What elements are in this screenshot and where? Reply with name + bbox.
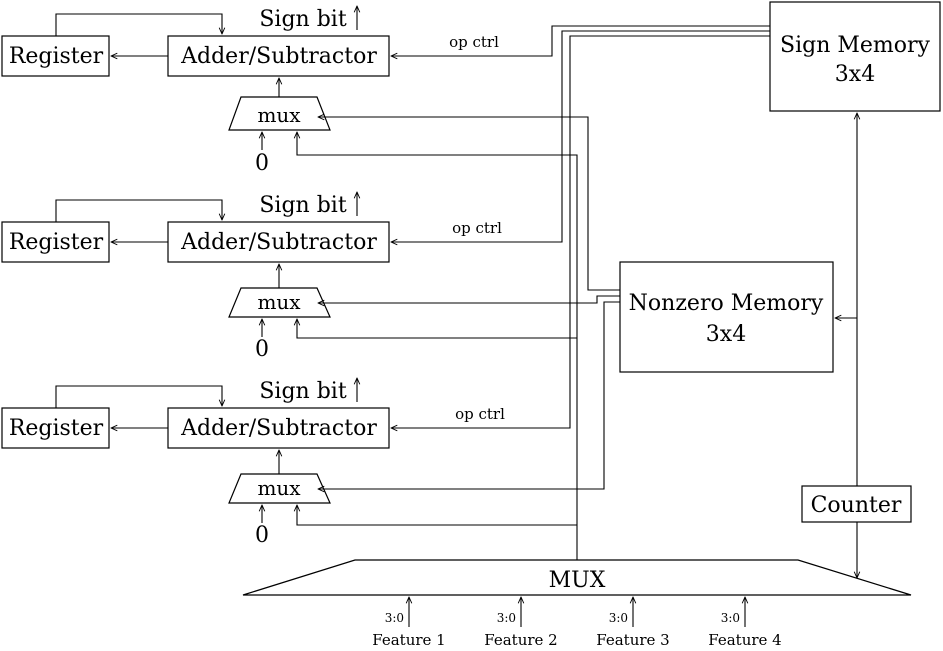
adder-subtractor-label-1: Adder/Subtractor xyxy=(180,44,377,69)
adder-subtractor-box-1 xyxy=(167,35,390,77)
nonzero-select-wire-1 xyxy=(318,117,620,291)
feature-input-4: 3:0 Feature 4 xyxy=(708,597,782,649)
register-label-2: Register xyxy=(9,230,104,255)
mux-label-2: mux xyxy=(257,290,301,314)
sign-bit-label-1: Sign bit xyxy=(259,7,346,32)
feature-label-2: Feature 2 xyxy=(484,631,557,649)
feature-bits-3: 3:0 xyxy=(609,611,628,625)
adder-subtractor-label-2: Adder/Subtractor xyxy=(180,230,377,255)
row-1: Register Adder/Subtractor Sign bit op ct… xyxy=(1,6,770,560)
op-ctrl-wire-3 xyxy=(391,35,770,428)
feedback-wire-2 xyxy=(55,199,222,222)
op-ctrl-label-3: op ctrl xyxy=(455,405,505,423)
zero-label-1: 0 xyxy=(255,151,269,176)
register-box-1 xyxy=(1,35,110,77)
sign-bit-label-3: Sign bit xyxy=(259,379,346,404)
nonzero-select-wire-3 xyxy=(318,301,620,489)
feedback-wire-1 xyxy=(55,13,222,36)
register-box-3 xyxy=(1,407,110,449)
op-ctrl-label-1: op ctrl xyxy=(449,33,499,51)
main-mux: MUX xyxy=(242,559,912,596)
feature-label-3: Feature 3 xyxy=(596,631,669,649)
counter-label: Counter xyxy=(811,493,902,518)
mux-2 xyxy=(228,287,331,318)
feature-bus-wire-3 xyxy=(297,505,577,526)
feature-label-1: Feature 1 xyxy=(372,631,445,649)
feature-bits-1: 3:0 xyxy=(385,611,404,625)
counter-box xyxy=(801,485,912,523)
sign-bit-label-2: Sign bit xyxy=(259,193,346,218)
row-2: Register Adder/Subtractor Sign bit op ct… xyxy=(1,30,770,362)
feature-bits-2: 3:0 xyxy=(497,611,516,625)
nonzero-memory-size: 3x4 xyxy=(706,322,746,347)
op-ctrl-wire-2 xyxy=(391,30,770,242)
nonzero-memory-title: Nonzero Memory xyxy=(629,291,824,316)
feature-input-2: 3:0 Feature 2 xyxy=(484,597,558,649)
adder-subtractor-box-3 xyxy=(167,407,390,449)
sign-memory: Sign Memory 3x4 xyxy=(769,1,941,112)
nonzero-memory-box xyxy=(619,261,834,373)
feature-bus-wire-2 xyxy=(297,319,577,339)
op-ctrl-wire-1 xyxy=(391,25,770,56)
op-ctrl-label-2: op ctrl xyxy=(452,219,502,237)
sign-memory-size: 3x4 xyxy=(835,62,875,87)
main-mux-label: MUX xyxy=(549,568,606,593)
feature-inputs: 3:0 Feature 1 3:0 Feature 2 3:0 Feature … xyxy=(372,597,782,649)
register-label-3: Register xyxy=(9,416,104,441)
mux-3 xyxy=(228,473,331,504)
main-mux-shape xyxy=(242,559,912,596)
mux-1 xyxy=(228,96,331,131)
zero-label-2: 0 xyxy=(255,337,269,362)
nonzero-select-wire-2 xyxy=(318,295,620,303)
mux-label-3: mux xyxy=(257,476,301,500)
nonzero-memory: Nonzero Memory 3x4 xyxy=(619,261,834,373)
feature-input-1: 3:0 Feature 1 xyxy=(372,597,446,649)
row-3: Register Adder/Subtractor Sign bit op ct… xyxy=(1,35,770,548)
register-box-2 xyxy=(1,221,110,263)
feature-label-4: Feature 4 xyxy=(708,631,781,649)
sign-memory-box xyxy=(769,1,941,112)
register-label-1: Register xyxy=(9,44,104,69)
feature-bits-4: 3:0 xyxy=(721,611,740,625)
mux-label-1: mux xyxy=(257,103,301,127)
feature-input-3: 3:0 Feature 3 xyxy=(596,597,670,649)
adder-subtractor-label-3: Adder/Subtractor xyxy=(180,416,377,441)
zero-label-3: 0 xyxy=(255,523,269,548)
feature-bus-wire-1 xyxy=(297,132,578,560)
sign-memory-title: Sign Memory xyxy=(780,33,931,58)
counter: Counter xyxy=(801,485,912,523)
feedback-wire-3 xyxy=(55,385,222,408)
